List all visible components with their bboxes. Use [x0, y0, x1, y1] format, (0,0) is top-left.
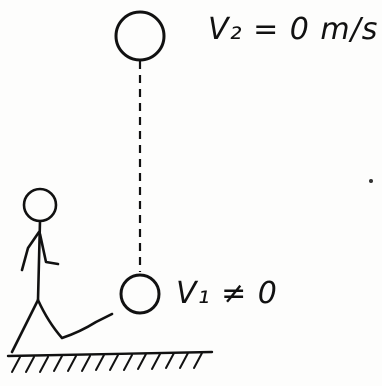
person-back-leg [10, 298, 40, 354]
stick-figure-person [10, 187, 114, 354]
top-velocity-label: V₂ = 0 m/s [208, 12, 379, 47]
person-left-arm [20, 230, 41, 272]
stray-dot [369, 179, 373, 183]
ball-bottom-position [119, 273, 161, 315]
ground [6, 350, 214, 373]
ground-line [6, 350, 214, 358]
ground-hatching [11, 352, 203, 373]
bottom-velocity-label: V₁ ≠ 0 [176, 276, 278, 311]
person-head [22, 187, 58, 223]
person-right-arm [38, 232, 60, 266]
ball-top-position [114, 10, 166, 62]
person-kicking-leg [36, 298, 114, 340]
